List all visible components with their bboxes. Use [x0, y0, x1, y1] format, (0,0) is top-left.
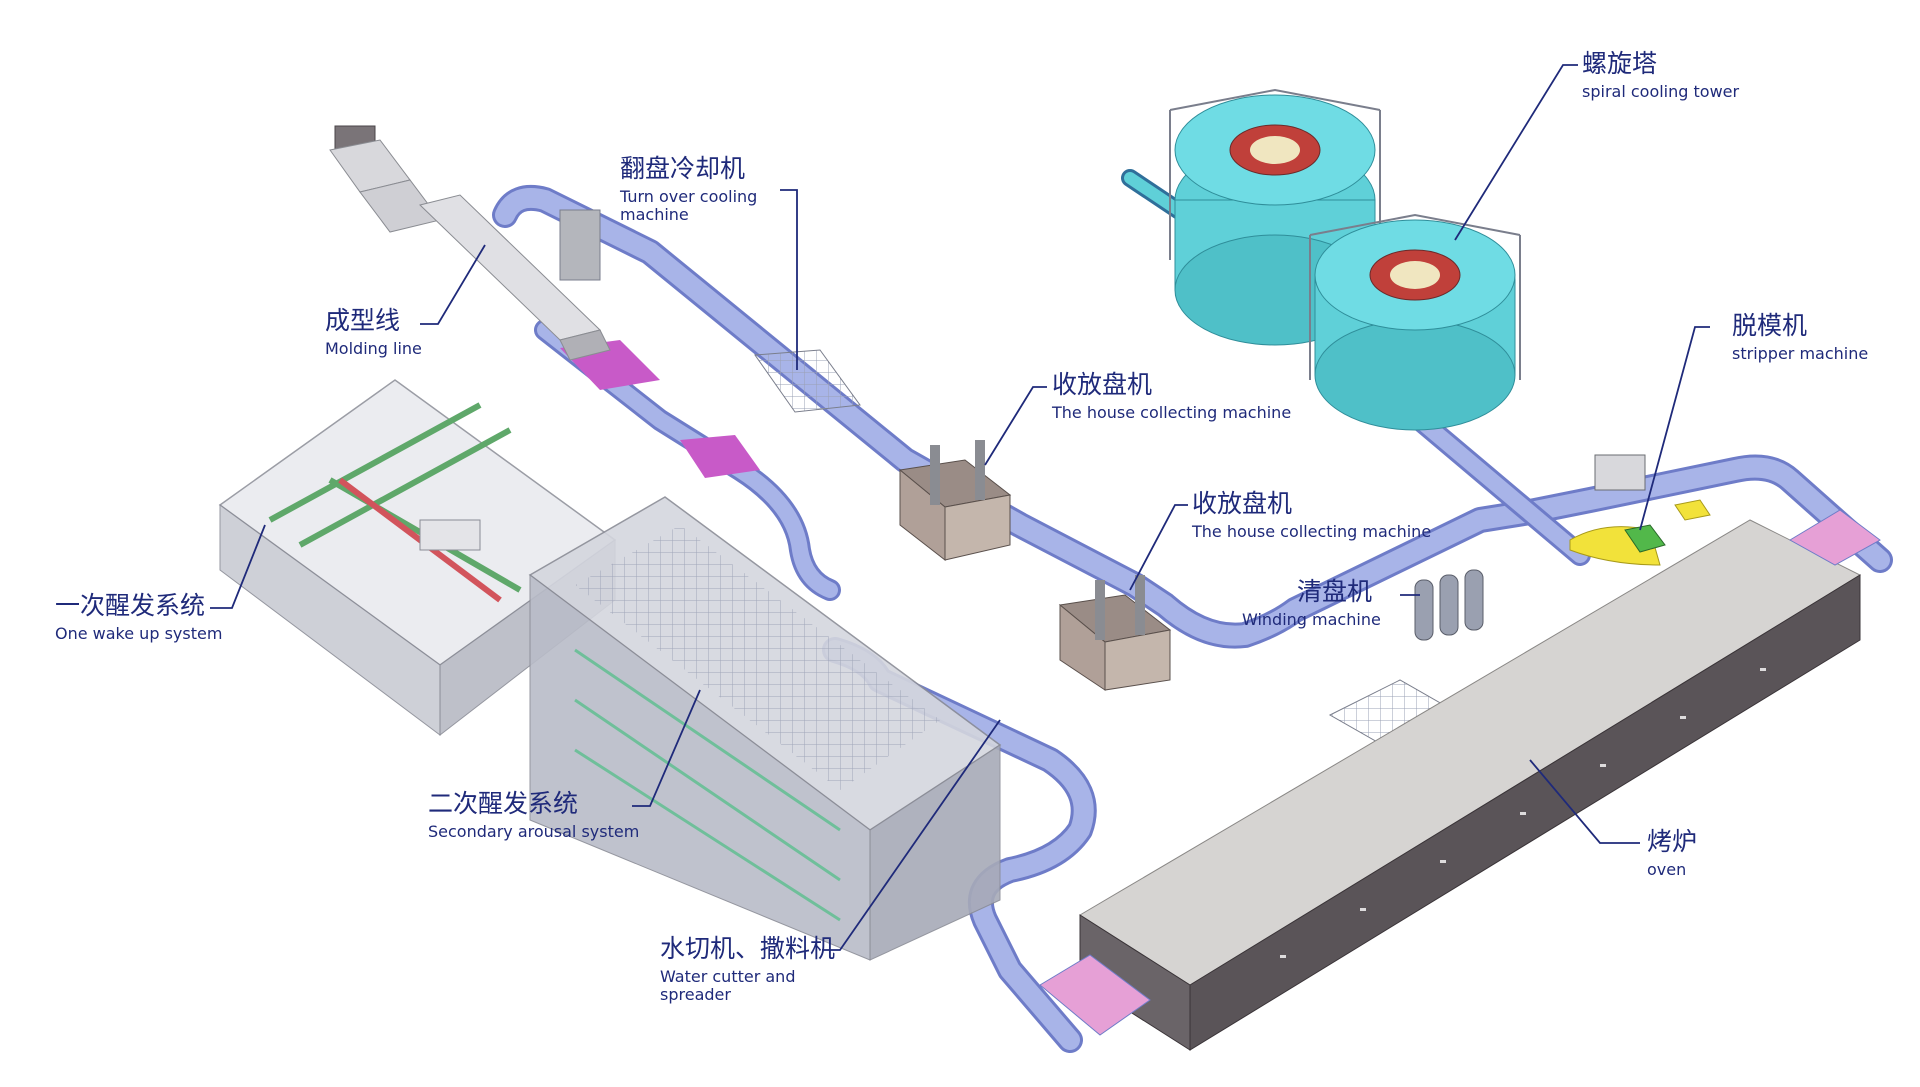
label-one-wake-up: 一次醒发系统 One wake up system — [55, 591, 223, 643]
wake1-en: One wake up system — [55, 623, 223, 643]
label-turn-over-cooling: 翻盘冷却机 Turn over cooling machine — [620, 154, 758, 225]
molding-line-machine — [329, 125, 611, 361]
turn-over-en: Turn over cooling machine — [620, 186, 758, 225]
house-collecting-machine-1 — [898, 440, 1012, 562]
leader-stripper — [1639, 326, 1710, 531]
wake2-zh: 二次醒发系统 — [428, 789, 579, 818]
label-oven: 烤炉 oven — [1647, 827, 1698, 879]
leader-wake1 — [210, 524, 266, 609]
leader-cutter — [822, 719, 1001, 951]
secondary-arousal-room — [528, 496, 1002, 961]
molding-zh: 成型线 — [325, 306, 401, 335]
spiral-cooling-tower-1 — [1169, 88, 1381, 346]
house2-zh: 收放盘机 — [1192, 489, 1293, 518]
stripper-en: stripper machine — [1732, 343, 1869, 363]
winding-zh: 清盘机 — [1297, 577, 1373, 606]
turn-over-cooling-machine — [559, 209, 861, 413]
label-secondary-arousal: 二次醒发系统 Secondary arousal system — [428, 789, 640, 841]
conveyor-belt — [495, 187, 1890, 646]
oven-en: oven — [1647, 859, 1687, 879]
oven-zh: 烤炉 — [1647, 827, 1698, 856]
house-collecting-machine-2 — [1058, 575, 1172, 691]
leader-oven — [1529, 759, 1640, 844]
label-house-collecting-1: 收放盘机 The house collecting machine — [1052, 370, 1292, 422]
leader-house1 — [984, 386, 1047, 466]
leader-wake2 — [632, 689, 701, 807]
house2-en: The house collecting machine — [1192, 521, 1432, 541]
label-spiral-cooling-tower: 螺旋塔 spiral cooling tower — [1582, 49, 1740, 101]
cutter-en: Water cutter and spreader — [660, 966, 796, 1005]
spiral-tower-zh: 螺旋塔 — [1582, 49, 1658, 78]
leader-molding — [420, 244, 486, 325]
spiral-tower-en: spiral cooling tower — [1582, 81, 1740, 101]
molding-en: Molding line — [325, 338, 422, 358]
conveyor-belt-2 — [537, 322, 838, 598]
house1-zh: 收放盘机 — [1052, 370, 1153, 399]
leader-lines — [210, 64, 1710, 951]
winding-en: Winding machine — [1242, 609, 1381, 629]
wake2-en: Secondary arousal system — [428, 821, 640, 841]
turn-over-zh: 翻盘冷却机 — [620, 154, 746, 183]
oven — [1039, 509, 1881, 1051]
label-winding-machine: 清盘机 Winding machine — [1242, 577, 1381, 629]
label-stripper-machine: 脱模机 stripper machine — [1732, 311, 1869, 363]
cutter-zh: 水切机、撒料机 — [660, 934, 836, 963]
label-water-cutter: 水切机、撒料机 Water cutter and spreader — [660, 934, 836, 1005]
label-house-collecting-2: 收放盘机 The house collecting machine — [1192, 489, 1432, 541]
leader-spiral-tower — [1454, 64, 1578, 241]
stripper-zh: 脱模机 — [1732, 311, 1808, 340]
leader-turn-over — [780, 189, 798, 370]
house1-en: The house collecting machine — [1052, 402, 1292, 422]
spiral-cooling-tower-2 — [1309, 213, 1521, 431]
label-molding-line: 成型线 Molding line — [325, 306, 422, 358]
wake1-zh: 一次醒发系统 — [55, 591, 206, 620]
leader-house2 — [1129, 504, 1188, 591]
